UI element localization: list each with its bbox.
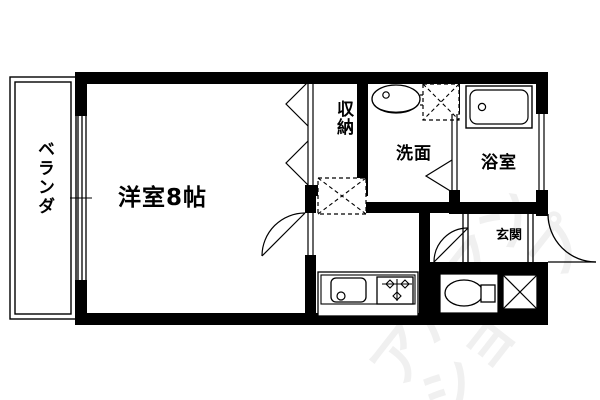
kitchen-stove bbox=[376, 276, 414, 305]
washroom-pass-door[interactable] bbox=[370, 204, 448, 211]
room-label-entrance: 玄関 bbox=[496, 228, 523, 243]
main-room-door[interactable] bbox=[261, 212, 314, 257]
entrance-frame bbox=[462, 214, 534, 262]
washer-space bbox=[422, 83, 460, 121]
upper-storage bbox=[317, 177, 367, 215]
room-label-main-room: 洋室8帖 bbox=[118, 185, 208, 211]
bathroom-east-glazing bbox=[538, 114, 545, 190]
bathtub bbox=[465, 85, 533, 129]
room-label-veranda: ベランダ bbox=[34, 140, 54, 216]
hall-door[interactable] bbox=[433, 227, 469, 263]
bathroom-door[interactable] bbox=[424, 114, 458, 193]
toilet bbox=[439, 273, 499, 314]
room-label-bathroom: 浴室 bbox=[481, 153, 517, 173]
closet-door-upper[interactable] bbox=[285, 81, 314, 133]
shoe-box bbox=[502, 274, 538, 310]
wash-basin bbox=[371, 84, 426, 114]
room-label-washroom: 洗面 bbox=[396, 144, 432, 164]
entrance-door[interactable] bbox=[547, 213, 597, 263]
kitchen-sink bbox=[330, 277, 367, 303]
closet-door-lower[interactable] bbox=[285, 133, 314, 186]
room-label-closet: 収納 bbox=[333, 100, 353, 136]
balcony-sliding-door[interactable] bbox=[70, 116, 92, 281]
